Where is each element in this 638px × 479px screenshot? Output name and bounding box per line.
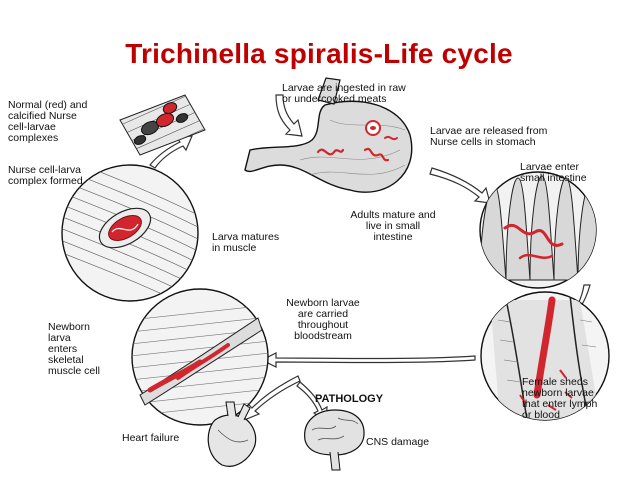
label-heart-failure: Heart failure bbox=[122, 432, 180, 444]
label-pathology: PATHOLOGY bbox=[315, 393, 384, 405]
arrow-stomach-to-intestine bbox=[429, 167, 491, 204]
label-adults-mature: Adults mature and live in small intestin… bbox=[350, 209, 436, 243]
nurse-cell bbox=[108, 215, 142, 241]
label-released: Larvae are released from Nurse cells in … bbox=[430, 125, 548, 148]
label-enter-small-intestine: Larvae enter small intestine bbox=[520, 161, 587, 184]
label-cns-damage: CNS damage bbox=[366, 436, 430, 448]
muscle-entry-illustration bbox=[131, 288, 269, 426]
nurse-cell bbox=[133, 135, 147, 145]
heart-illustration bbox=[207, 401, 257, 467]
newborn-larva bbox=[564, 391, 573, 399]
larva bbox=[363, 147, 390, 162]
adult-worm bbox=[518, 253, 554, 260]
page-title: Trichinella spiralis-Life cycle bbox=[125, 38, 513, 69]
label-nurse-cell-formed: Nurse cell-larva complex formed bbox=[8, 164, 83, 187]
newborn-larva bbox=[559, 369, 567, 379]
label-ingested: Larvae are ingested in raw or undercooke… bbox=[282, 82, 406, 105]
arrow-to-heart bbox=[243, 375, 301, 421]
label-newborn-enters: Newborn larva enters skeletal muscle cel… bbox=[48, 321, 100, 377]
nurse-cell bbox=[162, 102, 178, 114]
newborn-larva bbox=[176, 343, 230, 380]
female-worm bbox=[533, 296, 556, 399]
newborn-larva bbox=[547, 404, 557, 411]
label-newborn-carried: Newborn larvae are carried throughout bl… bbox=[286, 297, 360, 342]
larva bbox=[316, 148, 345, 156]
adult-worm bbox=[503, 224, 564, 247]
larva bbox=[384, 135, 398, 141]
arrow-ingest bbox=[275, 94, 303, 137]
intestine-illustration bbox=[479, 171, 597, 289]
arrow-vessel-to-muscle2 bbox=[260, 352, 476, 368]
vessel-illustration bbox=[480, 291, 610, 421]
nurse-cell bbox=[155, 112, 175, 128]
brain-illustration bbox=[304, 409, 365, 471]
label-larva-matures: Larva matures in muscle bbox=[212, 231, 280, 254]
calcified-nurse-cells-illustration bbox=[119, 94, 206, 156]
label-normal-calcified: Normal (red) and calcified Nurse cell-la… bbox=[8, 99, 88, 144]
nurse-cell bbox=[175, 113, 189, 123]
newborn-larva bbox=[519, 394, 527, 405]
arrow-muscle1-to-top bbox=[149, 135, 193, 169]
stomach-illustration bbox=[244, 77, 413, 193]
label-female-sheds: Female sheds newborn larvae that enter l… bbox=[522, 376, 598, 421]
nurse-cell-muscle-illustration bbox=[61, 164, 199, 302]
